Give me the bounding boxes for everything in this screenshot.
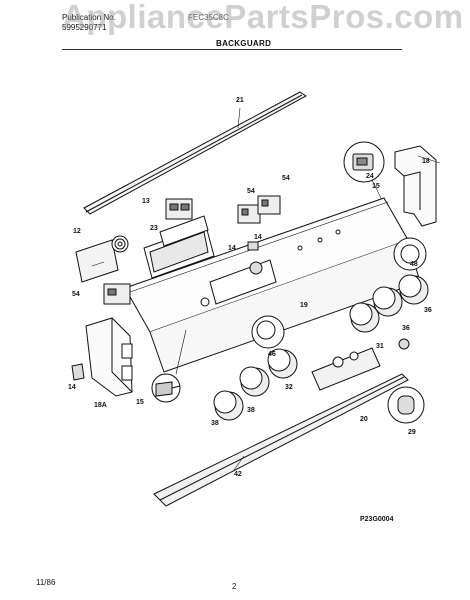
- callout-48: 48: [410, 261, 418, 268]
- callout-21: 21: [236, 97, 244, 104]
- callout-31: 31: [376, 343, 384, 350]
- watermark-text: AppliancePartsPros.com: [62, 0, 464, 35]
- footer-page-number: 2: [232, 582, 237, 591]
- right-end-bracket-part: [394, 145, 441, 227]
- infinite-switch-part: [75, 235, 129, 283]
- knob-31: [398, 338, 410, 350]
- callout-36-right: 36: [424, 307, 432, 314]
- callout-14-bottom: 14: [68, 384, 76, 391]
- callout-54-left: 54: [72, 291, 80, 298]
- indicator-light-part: [247, 241, 259, 251]
- screw-detail: [151, 329, 187, 403]
- callout-15-left: 15: [136, 399, 144, 406]
- knob-36-center: [239, 366, 270, 397]
- callout-14-mid: 14: [228, 245, 236, 252]
- bottom-trim-part: [153, 373, 409, 507]
- footer-date: 11/86: [36, 578, 56, 587]
- publication-label: Publication No.: [62, 13, 116, 22]
- trim-strip-part: [83, 91, 307, 215]
- callout-54-middle: 54: [247, 188, 255, 195]
- callout-38-left: 38: [211, 420, 219, 427]
- model-number: FEC35C8C: [188, 13, 229, 22]
- clip-part: [71, 363, 85, 381]
- knob-36-right: [398, 274, 429, 305]
- callout-32: 32: [285, 384, 293, 391]
- callout-14-top: 14: [254, 234, 262, 241]
- left-end-bracket-part: [85, 317, 133, 397]
- clock-switch-detail: [343, 141, 387, 209]
- knob-38-right: [372, 286, 403, 317]
- callout-46: 46: [268, 351, 276, 358]
- knob-32: [267, 348, 298, 379]
- callout-20: 20: [360, 416, 368, 423]
- publication-number: 5995290771: [62, 23, 107, 32]
- callout-36-far: 36: [402, 325, 410, 332]
- callout-23: 23: [150, 225, 158, 232]
- callout-54-right: 54: [282, 175, 290, 182]
- switch-top-middle: [237, 204, 261, 224]
- knob-29-detail: [387, 386, 425, 424]
- header-rule: [62, 49, 402, 50]
- switch-top-left: [165, 198, 193, 220]
- switch-left: [103, 283, 131, 305]
- callout-42: 42: [234, 471, 242, 478]
- switch-top-right: [257, 195, 281, 215]
- callout-13: 13: [142, 198, 150, 205]
- callout-15-right: 15: [372, 183, 380, 190]
- knob-46-detail: [251, 315, 285, 349]
- callout-18: 18: [422, 158, 430, 165]
- knob-38-left: [349, 302, 380, 333]
- callout-12: 12: [73, 228, 81, 235]
- clock-assembly-part: [311, 347, 381, 391]
- callout-19: 19: [300, 302, 308, 309]
- callout-29: 29: [408, 429, 416, 436]
- diagram-code: P23G0004: [360, 516, 394, 523]
- display-window-part: [159, 215, 209, 247]
- section-title: BACKGUARD: [216, 39, 272, 48]
- callout-18a: 18A: [94, 402, 107, 409]
- knob-36-left: [213, 390, 244, 421]
- knob-48-detail: [393, 237, 427, 271]
- callout-38-center: 38: [247, 407, 255, 414]
- callout-24: 24: [366, 173, 374, 180]
